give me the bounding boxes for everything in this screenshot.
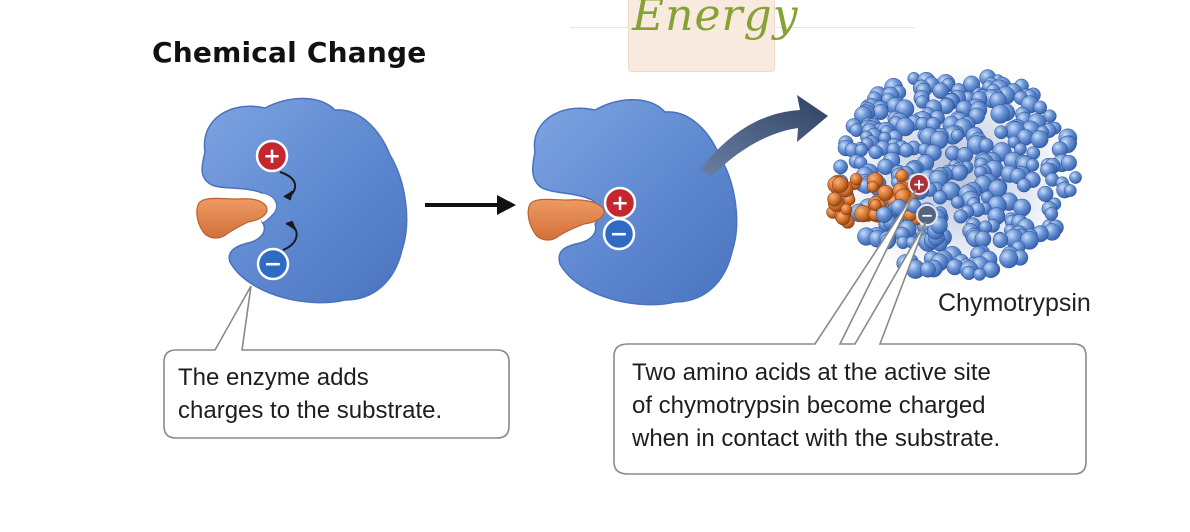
callout-left (163, 285, 510, 439)
right-callout-line-2: of chymotrypsin become charged (632, 392, 986, 419)
protein-atom (953, 209, 968, 224)
protein-atom (1030, 130, 1049, 149)
energy-handwritten-note: Energy (632, 0, 799, 41)
substrate-atom (827, 191, 842, 207)
zoom-arrow (700, 95, 828, 176)
svg-text:+: + (611, 191, 629, 215)
active-site-positive-icon: + (908, 173, 930, 195)
protein-atom (1069, 171, 1082, 184)
protein-atom (895, 117, 915, 137)
substrate-atom (869, 198, 882, 212)
protein-atom (1044, 207, 1059, 221)
left-callout-line-1: The enzyme adds (178, 364, 369, 391)
left-callout-line-2: charges to the substrate. (178, 397, 443, 424)
positive-charge-icon-bound: + (603, 186, 637, 220)
protein-atom (833, 159, 848, 175)
charge-transfer-arrows (279, 171, 298, 251)
chymotrypsin-label: Chymotrypsin (938, 289, 1091, 317)
substrate-atom (895, 169, 909, 183)
reaction-arrow (425, 195, 516, 215)
substrate-middle (527, 198, 605, 241)
enzyme-left (201, 97, 408, 304)
protein-atom (1014, 142, 1027, 156)
protein-atom (994, 125, 1009, 140)
protein-atom (1037, 185, 1054, 202)
protein-atom (956, 146, 974, 164)
protein-atom (978, 137, 994, 153)
protein-atom (973, 268, 986, 281)
substrate-atom (877, 184, 894, 201)
protein-atom (974, 230, 992, 248)
protein-atom (1016, 178, 1032, 193)
protein-atom (951, 195, 965, 209)
protein-atom (951, 164, 968, 181)
right-callout-line-3: when in contact with the substrate. (632, 425, 1001, 452)
protein-atom (1060, 154, 1077, 171)
substrate-atom (866, 180, 879, 193)
protein-atom (872, 103, 889, 121)
protein-atom (990, 104, 1010, 124)
protein-atom (898, 142, 914, 158)
substrate-atom (831, 176, 849, 193)
protein-atom (992, 232, 1009, 249)
protein-atom (1026, 158, 1040, 172)
svg-text:−: − (264, 252, 282, 277)
protein-atom (868, 144, 883, 160)
substrate-atom (840, 203, 853, 216)
svg-text:+: + (263, 144, 281, 168)
active-site-negative-icon: − (916, 204, 938, 226)
protein-atom (875, 206, 893, 223)
right-callout-text: Two amino acids at the active site of ch… (632, 356, 1082, 455)
positive-charge-icon: + (255, 139, 289, 173)
protein-atom (932, 190, 948, 205)
protein-atom (1013, 198, 1032, 217)
protein-atom (919, 261, 936, 278)
negative-charge-icon-bound: − (602, 217, 636, 251)
left-callout-text: The enzyme adds charges to the substrate… (178, 361, 498, 427)
protein-atom (1063, 184, 1077, 197)
protein-atom (950, 128, 964, 142)
svg-text:−: − (921, 207, 934, 225)
svg-text:+: + (913, 176, 926, 194)
protein-atom (999, 249, 1019, 269)
protein-atom (932, 82, 949, 99)
protein-atom (1019, 230, 1039, 250)
substrate-left (196, 197, 268, 239)
diagram-title: Chemical Change (152, 36, 427, 69)
energy-highlight (628, 0, 775, 72)
substrate-atom (849, 172, 863, 186)
svg-text:−: − (610, 222, 628, 247)
right-callout-line-1: Two amino acids at the active site (632, 359, 991, 386)
negative-charge-icon: − (256, 247, 290, 281)
callout-right (613, 189, 1087, 475)
